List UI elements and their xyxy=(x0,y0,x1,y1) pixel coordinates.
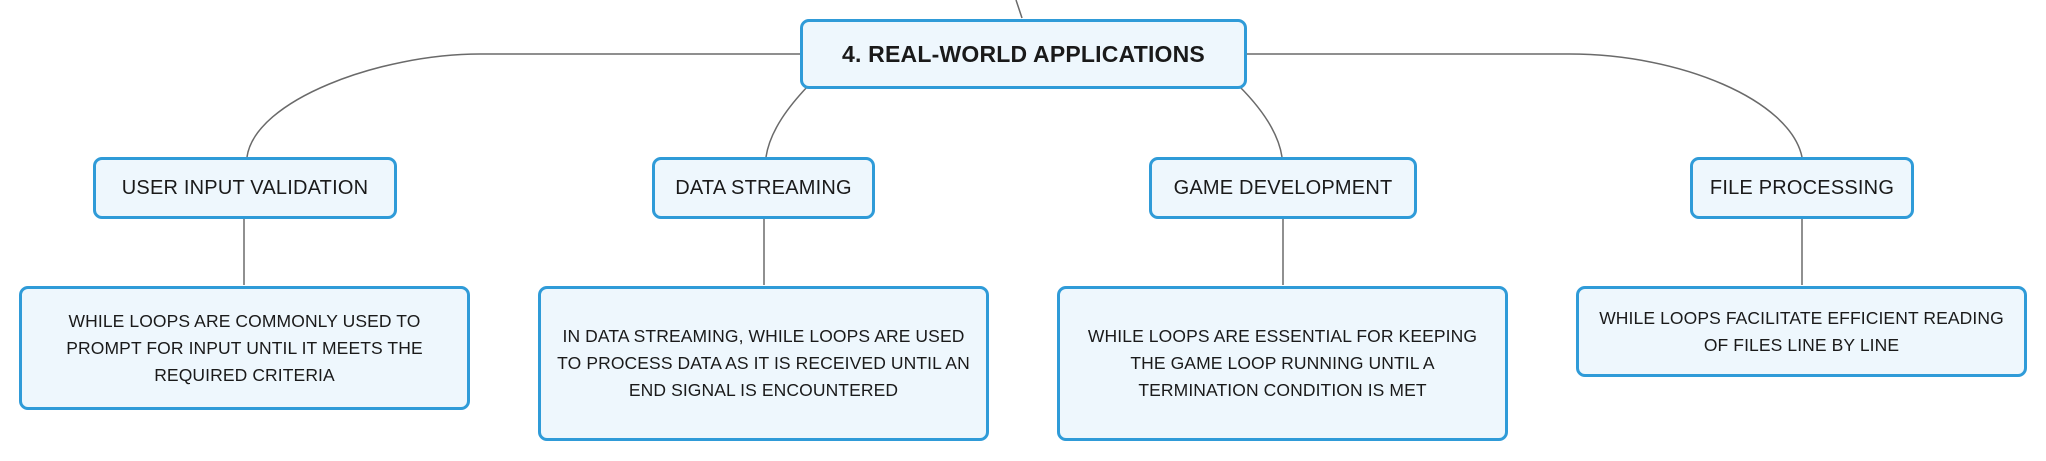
detail-node-data-streaming[interactable]: IN DATA STREAMING, WHILE LOOPS ARE USED … xyxy=(538,286,989,441)
connector-root-to-file-processing xyxy=(1245,53,1803,158)
detail-text: WHILE LOOPS ARE ESSENTIAL FOR KEEPING TH… xyxy=(1087,326,1478,400)
detail-node-user-input-validation[interactable]: WHILE LOOPS ARE COMMONLY USED TO PROMPT … xyxy=(19,286,470,410)
category-label: GAME DEVELOPMENT xyxy=(1173,176,1393,199)
category-node-file-processing[interactable]: FILE PROCESSING xyxy=(1690,157,1914,219)
detail-text: WHILE LOOPS ARE COMMONLY USED TO PROMPT … xyxy=(66,310,423,385)
detail-text: IN DATA STREAMING, WHILE LOOPS ARE USED … xyxy=(557,326,970,400)
category-node-user-input-validation[interactable]: USER INPUT VALIDATION xyxy=(93,157,397,219)
connector-root-to-user-input xyxy=(246,53,802,158)
category-label: FILE PROCESSING xyxy=(1709,176,1895,199)
category-node-game-development[interactable]: GAME DEVELOPMENT xyxy=(1149,157,1417,219)
detail-text: WHILE LOOPS FACILITATE EFFICIENT READING… xyxy=(1599,307,2004,355)
root-node[interactable]: 4. REAL-WORLD APPLICATIONS xyxy=(800,19,1247,89)
connector-root-to-game-development xyxy=(1238,85,1283,158)
root-label: 4. REAL-WORLD APPLICATIONS xyxy=(842,40,1205,67)
detail-node-file-processing[interactable]: WHILE LOOPS FACILITATE EFFICIENT READING… xyxy=(1576,286,2027,377)
category-label: USER INPUT VALIDATION xyxy=(121,176,369,199)
detail-node-game-development[interactable]: WHILE LOOPS ARE ESSENTIAL FOR KEEPING TH… xyxy=(1057,286,1508,441)
category-label: DATA STREAMING xyxy=(675,176,852,199)
connector-root-to-data-streaming xyxy=(765,85,809,158)
connector-parent-to-root xyxy=(1015,0,1023,19)
category-node-data-streaming[interactable]: DATA STREAMING xyxy=(652,157,875,219)
